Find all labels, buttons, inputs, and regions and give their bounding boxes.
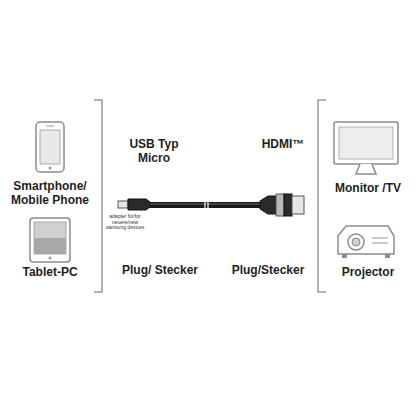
device-label: Monitor /TV — [320, 182, 416, 196]
plug-label: Plug/Stecker — [220, 264, 316, 278]
connector-label: HDMI™ — [240, 138, 326, 152]
plug-label: Plug/ Stecker — [110, 264, 210, 278]
left-bracket — [94, 100, 102, 292]
connector-label: USB Typ Micro — [122, 138, 186, 166]
smartphone-icon — [36, 122, 64, 172]
projector-icon — [338, 226, 394, 258]
device-label: Projector — [320, 266, 416, 280]
tablet-icon — [30, 218, 70, 262]
monitor-icon — [334, 122, 398, 174]
hdmi-cable — [118, 194, 304, 216]
device-label: Smartphone/ Mobile Phone — [0, 180, 100, 208]
right-bracket — [318, 100, 326, 292]
adapter-note: adapter für/for neuere/new samsung devic… — [104, 214, 146, 231]
device-label: Tablet-PC — [0, 266, 100, 280]
